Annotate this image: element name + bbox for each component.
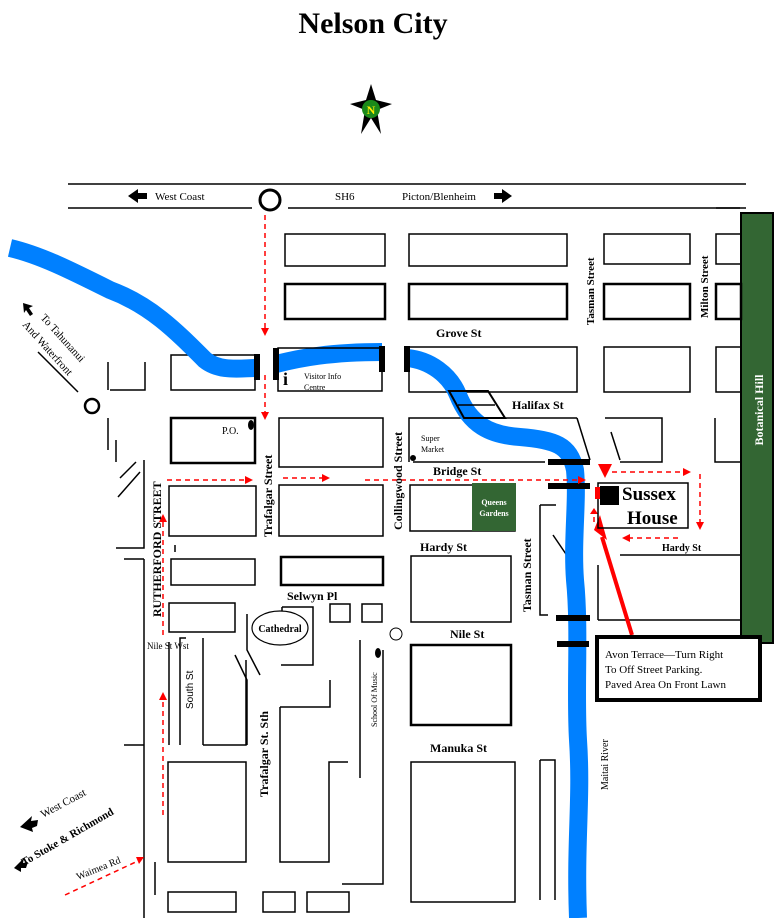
west-coast-label: West Coast [39, 787, 88, 821]
roundabout [258, 188, 282, 212]
tasman-street-north-label: Tasman Street [585, 257, 597, 325]
queens-gardens [472, 483, 516, 531]
nile-st-roundabout [389, 627, 403, 641]
south-st-label: South St [185, 670, 196, 709]
maitai-river: Maitai River [7, 239, 621, 918]
trafalgar-st-sth-label: Trafalgar St. Sth [257, 711, 271, 797]
parking-callout: Avon Terrace—Turn Right To Off Street Pa… [595, 635, 762, 702]
school-of-music-label: School Of Music [370, 672, 379, 727]
supermarket-label-1: Super [421, 434, 440, 443]
rutherford-street-label: RUTHERFORD STREET [150, 481, 164, 617]
callout-line-1: Avon Terrace—Turn Right [605, 649, 723, 661]
callout-line-2: To Off Street Parking. [605, 664, 703, 676]
house-label: House [627, 508, 678, 529]
nile-st-label: Nile St [450, 627, 484, 641]
stoke-richmond-label: To Stoke & Richmond [20, 806, 116, 869]
hardy-st-label: Hardy St [420, 540, 467, 554]
queens-gardens-label-2: Gardens [479, 509, 508, 518]
highway-west-label: West Coast [155, 191, 205, 203]
school-of-music-marker-icon [375, 648, 381, 658]
post-office-label: P.O. [222, 426, 239, 437]
visitor-info-label: Visitor Info [304, 372, 341, 381]
sussex-house: Sussex House [595, 482, 689, 529]
highway-east-label: Picton/Blenheim [402, 191, 476, 203]
milton-street-label: Milton Street [699, 255, 711, 318]
route-directions [64, 215, 704, 896]
collingwood-street-label: Collingwood Street [391, 432, 405, 530]
compass-north-label: N [367, 103, 376, 117]
map-title: Nelson City [298, 7, 447, 40]
direction-labels: To Tahunanui And Waterfront West Coast T… [14, 303, 116, 872]
highway-sh6: West Coast SH6 Picton/Blenheim [68, 183, 746, 212]
arrow-southwest-icon [20, 816, 38, 832]
places: i Visitor Info Centre P.O. Super Market … [83, 347, 516, 727]
arrow-northwest-icon [23, 303, 33, 316]
visitor-centre-label: Centre [304, 383, 326, 392]
halifax-st-label: Halifax St [512, 398, 564, 412]
tasman-street-south-label: Tasman Street [520, 538, 534, 612]
arrow-right-icon [494, 189, 512, 203]
post-office-marker-icon [248, 420, 254, 430]
nile-st-west-label: Nile St Wst [147, 641, 189, 651]
supermarket-label-2: Market [421, 445, 445, 454]
city-blocks [107, 233, 743, 918]
trafalgar-street-label: Trafalgar Street [261, 455, 275, 537]
queens-gardens-label-1: Queens [481, 498, 506, 507]
botanical-hill-label: Botanical Hill [752, 374, 766, 446]
maitai-river-label: Maitai River [600, 739, 611, 790]
north-compass-star-icon: N [350, 84, 392, 134]
hardy-st-east-label: Hardy St [662, 543, 702, 554]
street-labels: Grove St Halifax St Bridge St Hardy St H… [75, 255, 711, 883]
botanical-hill: Botanical Hill [740, 212, 774, 644]
arrow-left-icon [128, 189, 147, 203]
sussex-house-marker-icon [600, 486, 619, 505]
cathedral [251, 610, 309, 646]
grove-st-label: Grove St [436, 326, 481, 340]
callout-line-3: Paved Area On Front Lawn [605, 679, 726, 691]
supermarket-marker-icon [410, 455, 416, 461]
arrow-stoke-icon [14, 858, 28, 872]
manuka-st-label: Manuka St [430, 741, 487, 755]
bridge-st-label: Bridge St [433, 464, 481, 478]
info-icon: i [283, 369, 288, 389]
highway-sh6-label: SH6 [335, 191, 355, 203]
selwyn-pl-label: Selwyn Pl [287, 589, 338, 603]
sussex-label: Sussex [622, 484, 676, 505]
west-roundabout [83, 397, 101, 415]
cathedral-label: Cathedral [258, 624, 302, 635]
